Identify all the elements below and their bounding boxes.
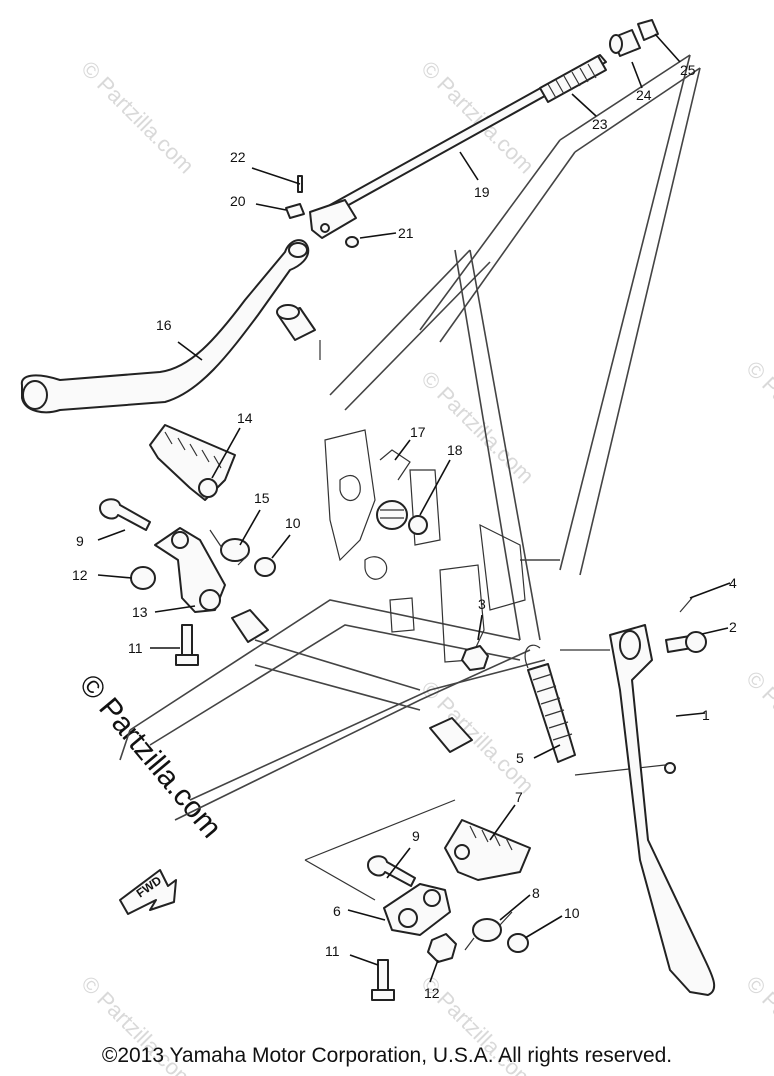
callout-7: 7 (515, 789, 523, 805)
callout-16: 16 (156, 317, 172, 333)
callout-labels: 1 2 3 4 5 6 7 8 9 9 10 10 11 11 12 12 13… (72, 62, 737, 1001)
callout-25: 25 (680, 62, 696, 78)
bolt-11-lower (371, 959, 395, 1001)
right-footrest (444, 819, 531, 881)
callout-8: 8 (532, 885, 540, 901)
callout-24: 24 (636, 87, 652, 103)
fwd-arrow: FWD (119, 869, 177, 915)
frame-stud-left (231, 609, 269, 643)
callout-12-lower: 12 (424, 985, 440, 1001)
callout-4: 4 (729, 575, 737, 591)
frame-pivot-bolt (429, 717, 473, 753)
callout-12-upper: 12 (72, 567, 88, 583)
tension-spring (539, 55, 607, 103)
nut-12-upper (130, 566, 156, 590)
rod-clevis (309, 199, 357, 239)
rod-cap (637, 19, 659, 41)
brake-pedal (20, 239, 310, 414)
callout-3: 3 (478, 596, 486, 612)
callout-6: 6 (333, 903, 341, 919)
callout-17: 17 (410, 424, 426, 440)
callout-11-lower: 11 (325, 943, 340, 959)
left-footrest (149, 424, 236, 501)
clevis-pin (285, 203, 305, 219)
callout-1: 1 (702, 707, 710, 723)
washer-10-upper (254, 557, 276, 577)
callout-5: 5 (516, 750, 524, 766)
right-return-spring (464, 911, 513, 951)
nut-3 (461, 645, 489, 671)
frame-outline (119, 54, 701, 901)
callout-18: 18 (447, 442, 463, 458)
watermark-text: © Partzilla.com (416, 56, 539, 179)
bolt-9-upper (99, 498, 151, 531)
watermark-text: © Partzilla.com (741, 666, 774, 789)
watermark-text: © Partzilla.com (76, 56, 199, 179)
callout-15: 15 (254, 490, 270, 506)
left-return-spring (209, 529, 250, 566)
watermark-text: © Partzilla.com (741, 356, 774, 479)
callout-13: 13 (132, 604, 148, 620)
sidestand (609, 624, 716, 996)
adjuster-nut (609, 29, 641, 57)
callout-11-upper: 11 (128, 640, 143, 656)
washer-21 (345, 236, 359, 248)
nut-12-lower (427, 933, 457, 963)
callout-10-lower: 10 (564, 905, 580, 921)
left-footrest-bracket (154, 527, 226, 613)
watermark-text: © Partzilla.com (416, 676, 539, 799)
callout-21: 21 (398, 225, 414, 241)
callout-9-lower: 9 (412, 828, 420, 844)
washer-10-lower (507, 933, 529, 953)
callout-23: 23 (592, 116, 608, 132)
callout-20: 20 (230, 193, 246, 209)
cotter-pin-4 (679, 597, 693, 613)
pedal-bushing (276, 304, 316, 341)
callout-19: 19 (474, 184, 490, 200)
copyright-notice: ©2013 Yamaha Motor Corporation, U.S.A. A… (101, 1044, 673, 1067)
bolt-11-upper (175, 624, 199, 666)
callout-10-upper: 10 (285, 515, 301, 531)
sidestand-bolt (665, 631, 707, 653)
right-footrest-bracket (383, 883, 451, 936)
callout-22: 22 (230, 149, 246, 165)
callout-14: 14 (237, 410, 253, 426)
washer-18 (408, 515, 428, 535)
callout-9-upper: 9 (76, 533, 84, 549)
callout-2: 2 (729, 619, 737, 635)
sidestand-spring (524, 644, 576, 763)
brake-return-spring (376, 449, 411, 530)
callout-leaders (97, 33, 731, 983)
partzilla-watermark: © Partzilla.com (73, 668, 228, 844)
